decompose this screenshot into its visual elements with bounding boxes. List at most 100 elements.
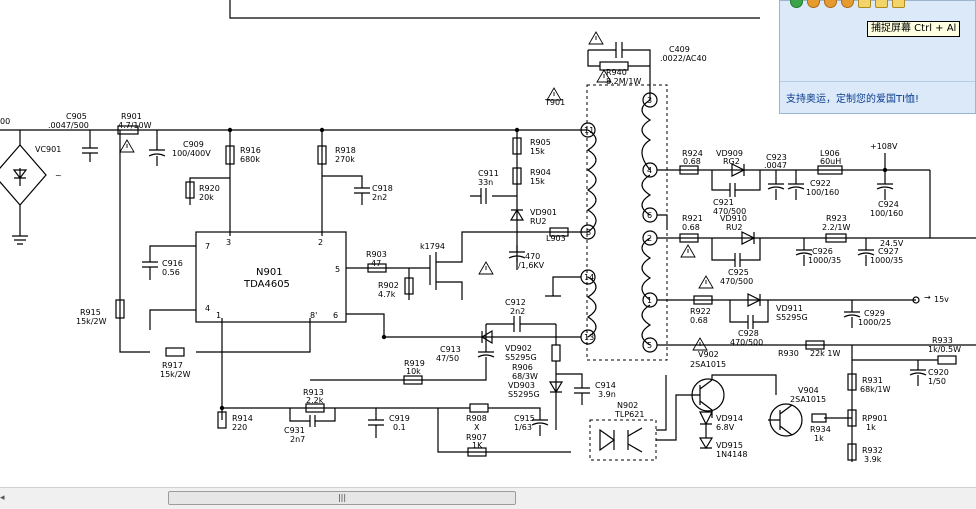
vc901-bridge [0, 144, 47, 206]
r920-value: 20k [199, 193, 214, 202]
warning-icon [698, 275, 714, 289]
folder-icon[interactable] [858, 0, 871, 8]
bridge-diode-icon [12, 168, 28, 186]
r923-label: R923 [826, 214, 847, 223]
c929-label: C929 [864, 309, 885, 318]
r908-symbol [469, 403, 489, 413]
c926-value: 1000/35 [808, 256, 841, 265]
r923-value: 2.2/1W [822, 223, 851, 232]
r915-wire [119, 130, 311, 353]
c909-symbol [148, 130, 166, 166]
vd909-diode-icon [731, 163, 746, 177]
notice-link[interactable]: 支持奥运，定制您的爱国TI恤! [786, 94, 920, 105]
r905-label: R905 [530, 138, 551, 147]
vd909-label: VD909 [716, 149, 743, 158]
vd914-vd915-icon [698, 374, 777, 450]
svg-text:6: 6 [333, 311, 338, 320]
c912-symbol [486, 316, 556, 332]
c911-value: 33n [478, 178, 493, 187]
r914-value: 220 [232, 423, 247, 432]
r908-value: X [474, 423, 480, 432]
r915-value: 15k/2W [76, 317, 107, 326]
circle-icon[interactable] [807, 0, 820, 8]
r933-label: R933 [932, 336, 953, 345]
capture-icon[interactable] [875, 0, 888, 8]
r920-wire [189, 177, 230, 205]
r934-value: 1k [814, 434, 824, 443]
scrollbar-thumb[interactable]: ||| [168, 491, 516, 505]
vd914-value: 6.8V [716, 423, 735, 432]
c925-symbol [711, 238, 761, 267]
vd910-label: VD910 [720, 214, 747, 223]
scroll-left-icon[interactable]: ◂ [0, 493, 5, 503]
r916-label: R916 [240, 146, 261, 155]
check-icon[interactable] [790, 0, 803, 8]
v904-icon [768, 404, 793, 436]
c915-symbol [488, 407, 549, 436]
c470-value: /1,6KV [518, 261, 545, 270]
r903-symbol [367, 263, 387, 273]
r921-symbol [679, 233, 699, 243]
pin6-wire [346, 313, 581, 338]
tilde-label: ~ [55, 171, 62, 180]
c928-symbol [729, 300, 769, 329]
circle-icon[interactable] [841, 0, 854, 8]
warning-icon [680, 244, 696, 258]
svg-text:8': 8' [310, 311, 317, 320]
r915-label: R915 [80, 308, 101, 317]
c925-value: 470/500 [720, 277, 753, 286]
r919-label: R919 [404, 359, 425, 368]
r901-symbol [117, 125, 139, 135]
rp901-label: RP901 [862, 414, 888, 423]
circle-icon[interactable] [824, 0, 837, 8]
k1794-label: k1794 [420, 242, 445, 251]
c409-symbol [588, 42, 651, 100]
c928-label: C928 [738, 329, 759, 338]
r906-label: R906 [512, 363, 533, 372]
r933-symbol [937, 355, 957, 365]
r940-label: R940 [606, 68, 627, 77]
c918-value: 2n2 [372, 193, 387, 202]
c915-value: 1/63 [514, 423, 532, 432]
n901-label: N901 [256, 267, 283, 278]
c905-symbol [82, 130, 98, 162]
c915-label: C915 [514, 414, 535, 423]
divider [780, 81, 975, 82]
r918-label: R918 [335, 146, 356, 155]
r906-value: 68/3W [512, 372, 538, 381]
r916-symbol [225, 145, 235, 165]
r930-label: R930 [778, 349, 799, 358]
c409-value: .0022/AC40 [660, 54, 707, 63]
power-supply-schematic: 00 C905 .0047/500 R901 4.7/10W VC901 ~ C… [0, 0, 976, 464]
n902-value: TLP621 [614, 410, 644, 419]
c919-value: 0.1 [393, 423, 406, 432]
notification-window[interactable]: 捕捉屏幕 Ctrl + Al 支持奥运，定制您的爱国TI恤! [779, 0, 976, 114]
r904-value: 15k [530, 177, 545, 186]
c931-value: 2n7 [290, 435, 305, 444]
c927-value: 1000/35 [870, 256, 903, 265]
svg-text:5: 5 [647, 341, 652, 350]
vd910-value: RU2 [726, 223, 743, 232]
arrow-icon: → [924, 293, 931, 302]
r903-label: R903 [366, 250, 387, 259]
c918-symbol [322, 175, 370, 205]
r902-label: R902 [378, 281, 399, 290]
vd915-label: VD915 [716, 441, 743, 450]
r932-symbol [847, 443, 857, 461]
tap-3 [642, 92, 658, 108]
document-icon[interactable] [892, 0, 905, 8]
c470-symbol [508, 245, 526, 270]
r915-symbol [115, 299, 125, 319]
r913-symbol [305, 403, 325, 413]
l903-symbol [549, 227, 569, 237]
c913-label: C913 [440, 345, 461, 354]
c925-label: C925 [728, 268, 749, 277]
c916-value: 0.56 [162, 268, 180, 277]
c916-symbol [142, 245, 196, 280]
k1794-mosfet-icon [409, 231, 517, 300]
pin1-wire [221, 318, 377, 420]
horizontal-scrollbar[interactable]: ◂ ||| [0, 487, 976, 509]
t901-core [586, 84, 668, 361]
r914-symbol [217, 411, 227, 429]
c924-value: 100/160 [870, 209, 903, 218]
